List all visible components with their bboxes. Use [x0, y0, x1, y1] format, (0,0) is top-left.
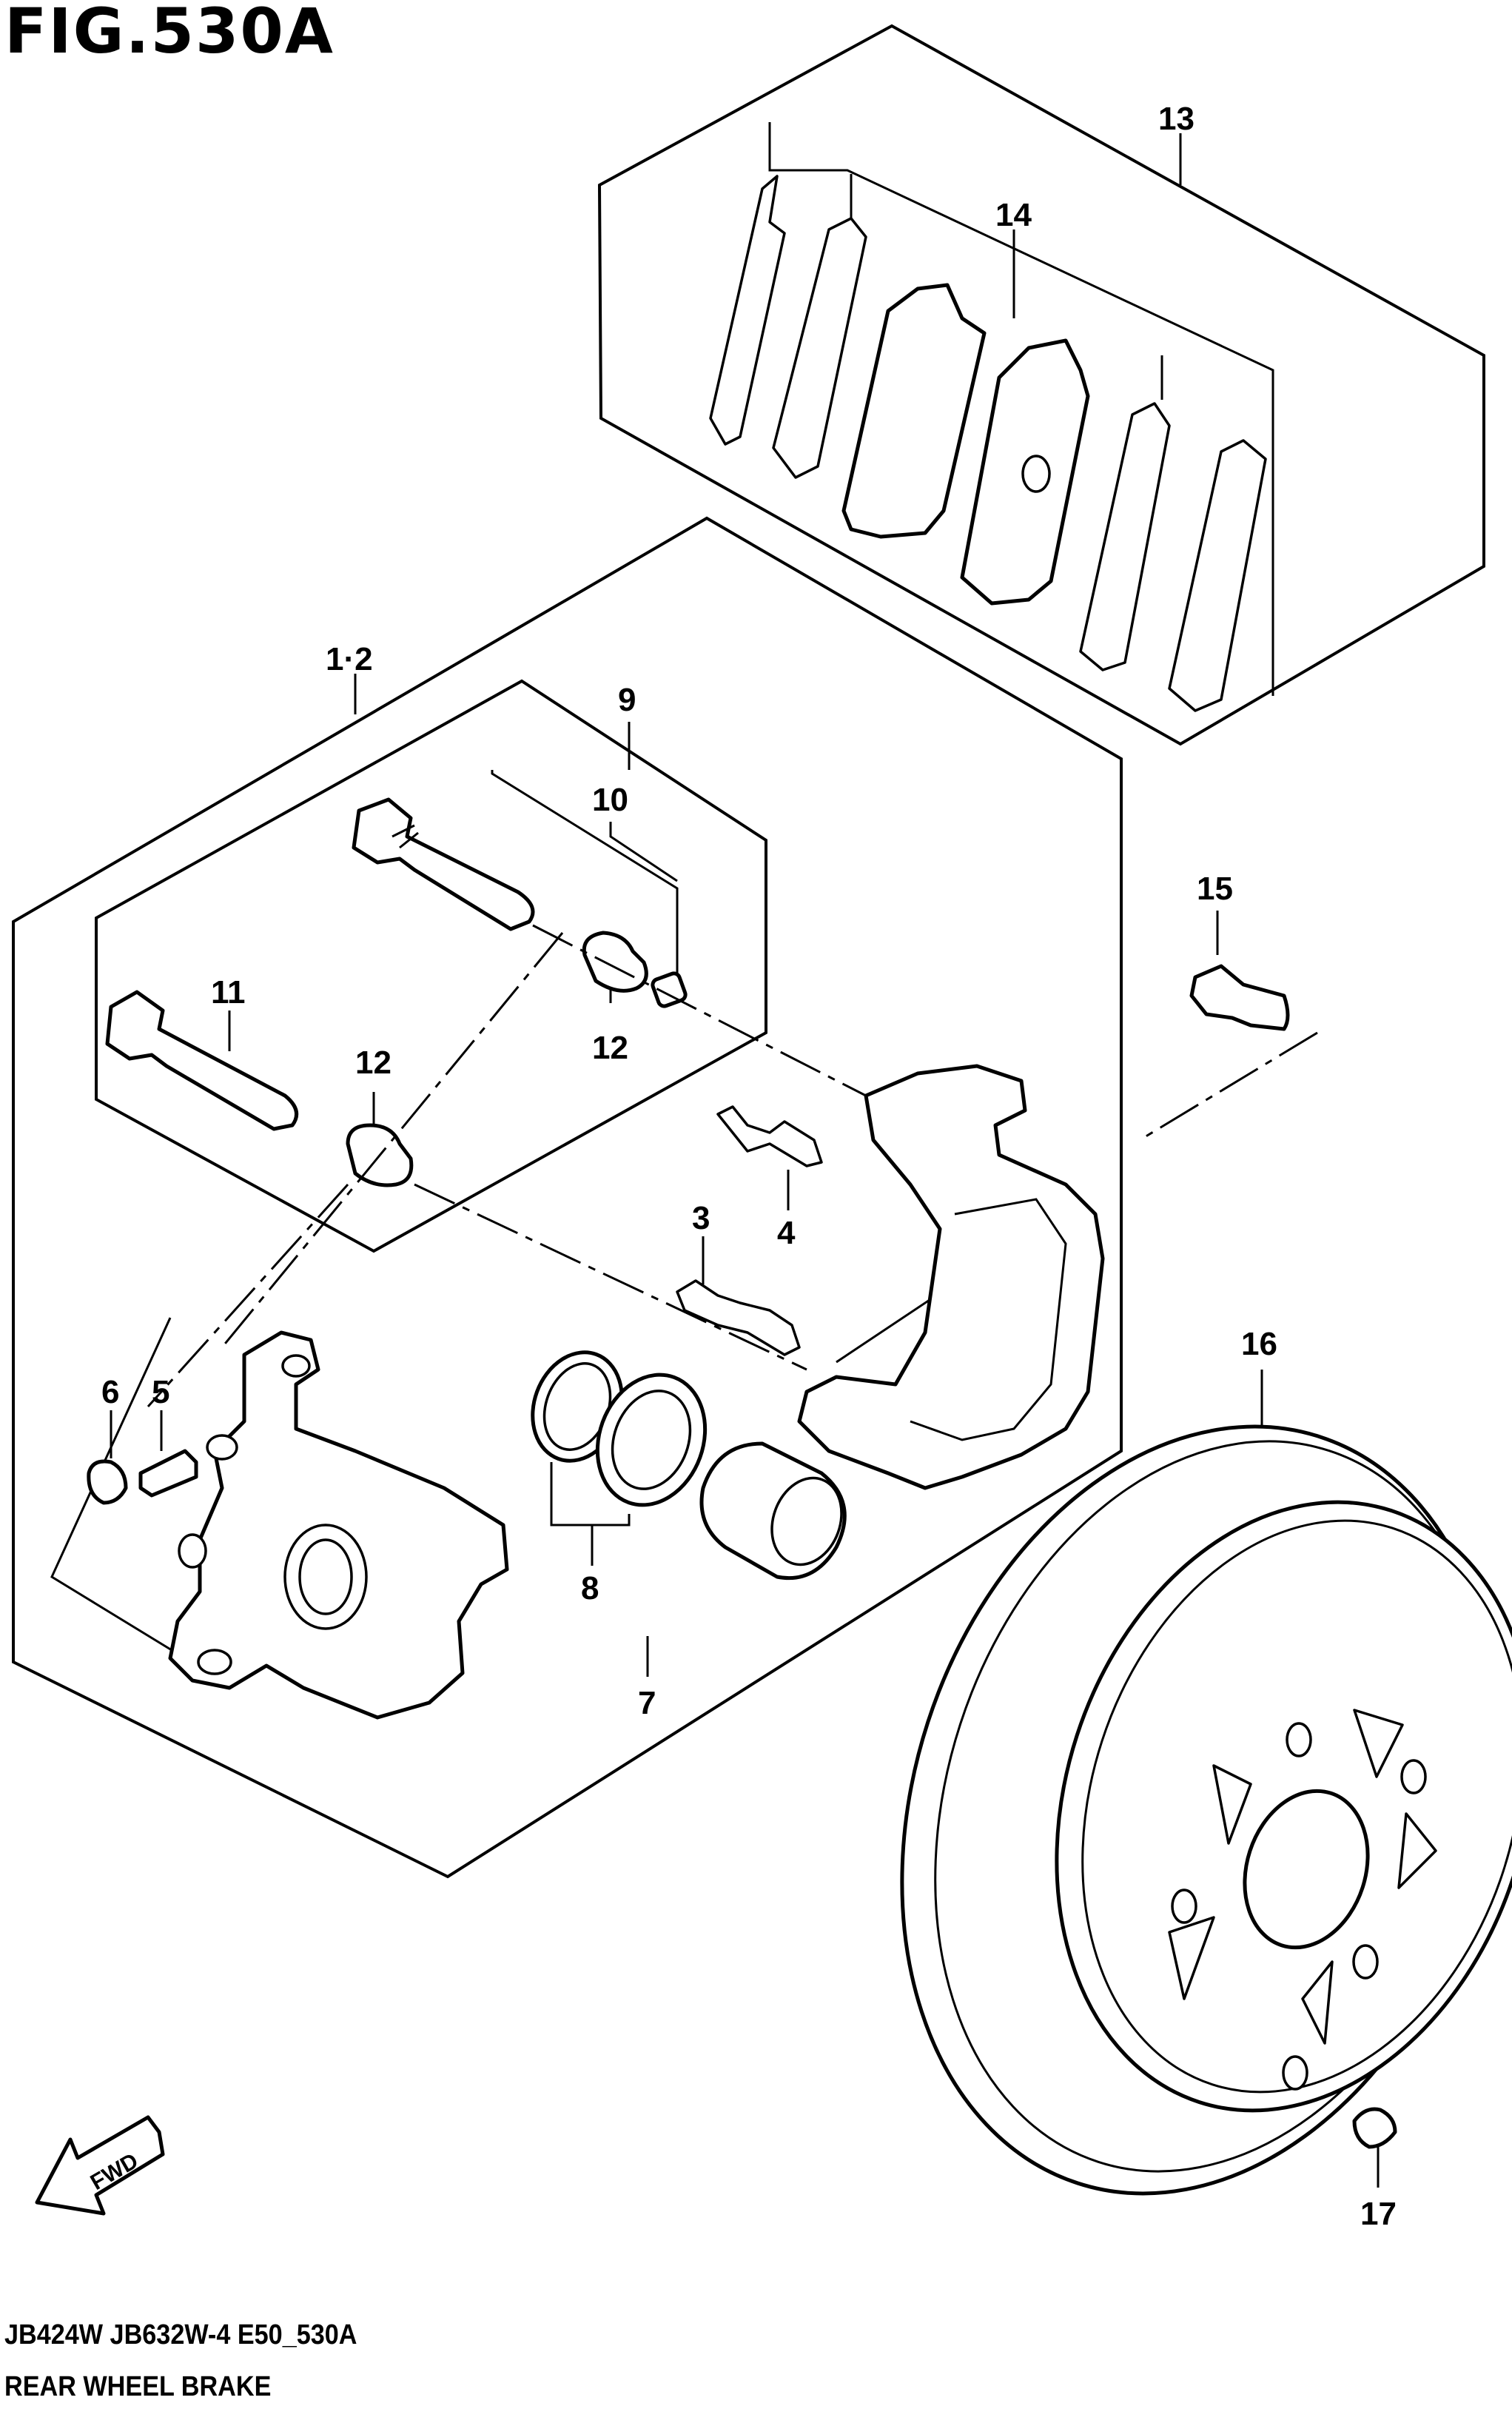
caliper-mount-hole — [197, 1649, 232, 1675]
disc-vent-3 — [1397, 1812, 1437, 1889]
guide-pin-set-outline — [95, 679, 767, 1253]
diagram-subtitle: REAR WHEEL BRAKE — [4, 2371, 272, 2402]
mounting-bolt — [1189, 964, 1290, 1031]
fwd-arrow-icon — [35, 2115, 165, 2216]
caliper-support-bracket — [797, 1064, 1105, 1490]
bleeder-screw — [138, 1449, 198, 1498]
guide-pin-lower — [105, 990, 299, 1131]
piston-face — [770, 1476, 843, 1566]
axis-line-lower — [414, 1183, 807, 1371]
callout-15: 15 — [1197, 871, 1233, 907]
disc-vent-5 — [1301, 1960, 1334, 2045]
model-code: JB424W JB632W-4 E50_530A — [4, 2319, 357, 2350]
caliper-assembly-group: 1·2 9 10 11 12 12 3 4 5 6 8 7 — [12, 516, 1318, 1879]
guide-pin-upper — [352, 797, 535, 931]
bracket-7-8 — [550, 1462, 631, 1526]
callout-6: 6 — [101, 1374, 119, 1410]
disc-vent-4 — [1168, 1916, 1215, 2000]
callout-17: 17 — [1360, 2196, 1397, 2232]
callout-4: 4 — [777, 1215, 796, 1251]
disc-set-screw — [1352, 2107, 1397, 2149]
caliper-port — [206, 1434, 238, 1461]
axis-line-pin-boot — [221, 932, 564, 1348]
caliper-pin-bore-top — [281, 1354, 311, 1378]
disc-lug-hole-2 — [1400, 1759, 1427, 1794]
callout-5: 5 — [152, 1374, 169, 1410]
callout-13: 13 — [1158, 101, 1195, 137]
axis-line-bleeder — [147, 1183, 349, 1408]
disc-lug-hole-3 — [1171, 1889, 1197, 1924]
forward-direction-indicator: FWD — [35, 2115, 165, 2216]
callout-9: 9 — [618, 682, 636, 718]
figure-title: FIG.530A — [4, 0, 335, 67]
callout-1-2: 1·2 — [326, 641, 373, 677]
disc-vent-1 — [1353, 1709, 1404, 1778]
caliper-bore-inner — [298, 1538, 353, 1615]
pad-set-bracket — [768, 122, 1274, 696]
pad-wear-hole — [1021, 455, 1051, 493]
bracket-inner-edge — [910, 1198, 1067, 1441]
brake-disc-group: 16 17 — [900, 1326, 1512, 2232]
callout-7: 7 — [638, 1685, 656, 1721]
axis-line-upper — [532, 924, 867, 1097]
caliper-assembly-outline — [12, 516, 1123, 1879]
shim-outer-right — [1168, 439, 1267, 712]
shim-inner-left — [772, 217, 867, 479]
dust-boot-inner — [611, 1390, 692, 1490]
disc-lug-hole-5 — [1282, 2055, 1308, 2091]
pad-spring-lower — [676, 1279, 801, 1356]
disc-lug-hole-4 — [1352, 1944, 1379, 1980]
callout-16: 16 — [1241, 1326, 1277, 1362]
shim-inner-right — [1079, 402, 1171, 671]
pin-boot-upper — [582, 931, 648, 993]
bleeder-cap — [87, 1459, 128, 1505]
pad-kit-outline — [597, 24, 1485, 746]
brake-disc-center-bore — [1243, 1789, 1370, 1950]
callout-3: 3 — [692, 1200, 710, 1236]
shim-outer-left — [709, 175, 786, 446]
callout-11: 11 — [211, 974, 246, 1011]
caliper-side-hole — [178, 1533, 207, 1569]
callout-12-lower: 12 — [355, 1045, 392, 1081]
pad-spring-upper — [716, 1105, 823, 1167]
mounting-bolt-group: 15 — [1189, 871, 1290, 1031]
brake-pad-left — [841, 283, 987, 539]
disc-vent-2 — [1212, 1764, 1252, 1845]
pin-set-bracket — [491, 770, 679, 981]
callout-10: 10 — [592, 782, 628, 818]
brake-disc-hat-rim — [1081, 1519, 1512, 2094]
caliper-lower-leader — [50, 1317, 186, 1660]
callout-8: 8 — [581, 1570, 599, 1606]
pad-kit-group: 13 14 — [597, 24, 1485, 746]
callout-12-upper: 12 — [592, 1030, 628, 1066]
leader-10 — [609, 822, 678, 882]
axis-line-bracket — [1139, 1031, 1318, 1142]
guide-pin-upper-thread — [392, 824, 419, 849]
disc-lug-hole-1 — [1286, 1722, 1312, 1757]
callout-14: 14 — [995, 197, 1032, 233]
